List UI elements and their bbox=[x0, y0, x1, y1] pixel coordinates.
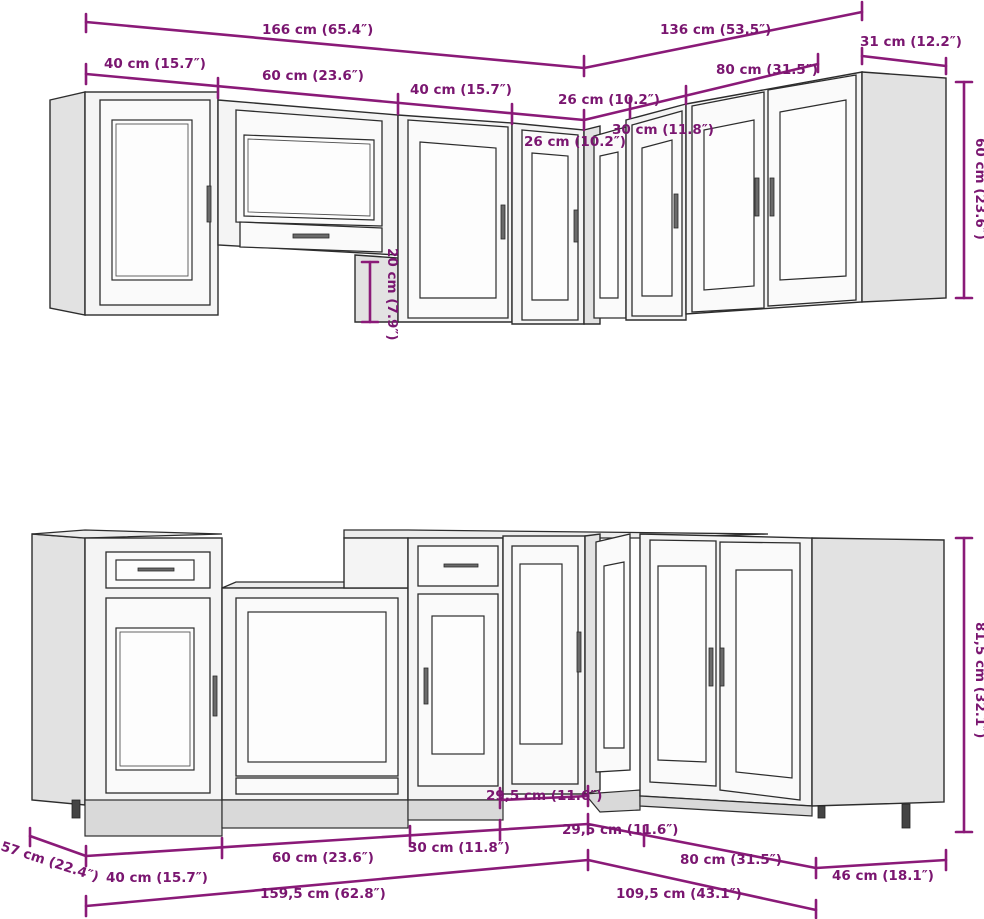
handle-icon bbox=[206, 185, 212, 223]
label-wall-60: 60 cm (23.6″) bbox=[262, 68, 364, 84]
base-cabinet-60 bbox=[221, 581, 411, 829]
handle-icon bbox=[443, 563, 479, 568]
label-wall-30: 30 cm (11.8″) bbox=[612, 122, 714, 138]
label-base-29-5: 29,5 cm (11.6″) bbox=[562, 822, 678, 838]
handle-icon bbox=[500, 204, 506, 240]
label-base-40: 40 cm (15.7″) bbox=[106, 870, 208, 886]
wall-cabinet-60 bbox=[217, 99, 399, 323]
label-wall-40-mid: 40 cm (15.7″) bbox=[410, 82, 512, 98]
dimension-lines bbox=[28, 0, 974, 919]
label-base-60: 60 cm (23.6″) bbox=[272, 850, 374, 866]
dimension-labels: 166 cm (65.4″) 136 cm (53.5″) 31 cm (12.… bbox=[0, 22, 984, 902]
wall-cabinet-40-left bbox=[49, 91, 219, 316]
handle-icon bbox=[423, 667, 429, 705]
label-wall-40-left: 40 cm (15.7″) bbox=[104, 56, 206, 72]
handle-icon bbox=[754, 177, 760, 217]
handle-icon bbox=[212, 675, 218, 717]
handle-icon bbox=[769, 177, 775, 217]
label-base-total-left: 159,5 cm (62.8″) bbox=[260, 886, 386, 902]
handle-icon bbox=[708, 647, 714, 687]
label-base-depth-right: 46 cm (18.1″) bbox=[832, 868, 934, 884]
label-base-80: 80 cm (31.5″) bbox=[680, 852, 782, 868]
label-wall-26-a: 26 cm (10.2″) bbox=[558, 92, 660, 108]
label-wall-height: 60 cm (23.6″) bbox=[972, 138, 984, 240]
base-cabinets bbox=[31, 529, 945, 837]
wall-cabinet-26-a bbox=[511, 122, 585, 325]
label-base-height: 81,5 cm (32.1″) bbox=[972, 622, 984, 738]
wall-cabinet-30 bbox=[625, 103, 687, 321]
handle-icon bbox=[673, 193, 679, 229]
base-cabinet-40 bbox=[31, 529, 223, 837]
label-base-inner-corner: 29,5 cm (11.6″) bbox=[486, 788, 602, 804]
leg-icon bbox=[71, 799, 81, 819]
base-cabinet-80 bbox=[639, 533, 945, 829]
handle-icon bbox=[719, 647, 725, 687]
label-wall-26-b: 26 cm (10.2″) bbox=[524, 134, 626, 150]
base-cabinet-29-5 bbox=[502, 535, 586, 795]
label-base-30: 30 cm (11.8″) bbox=[408, 840, 510, 856]
leg-icon bbox=[817, 805, 826, 819]
wall-cabinet-80 bbox=[685, 71, 947, 315]
base-cabinet-30 bbox=[407, 537, 504, 821]
handle-icon bbox=[576, 631, 582, 673]
label-wall-depth: 31 cm (12.2″) bbox=[860, 34, 962, 50]
handle-icon bbox=[573, 209, 579, 243]
label-wall-total-right: 136 cm (53.5″) bbox=[660, 22, 771, 38]
leg-icon bbox=[901, 803, 911, 829]
handle-icon bbox=[292, 233, 330, 239]
handle-icon bbox=[137, 567, 175, 572]
wall-cabinet-40-mid bbox=[397, 114, 513, 323]
label-hood-gap: 20 cm (7.9″) bbox=[384, 248, 400, 341]
wall-cabinet-corner bbox=[583, 125, 627, 325]
label-wall-total-left: 166 cm (65.4″) bbox=[262, 22, 373, 38]
base-cabinet-corner bbox=[583, 533, 641, 813]
label-wall-80: 80 cm (31.5″) bbox=[716, 62, 818, 78]
label-base-total-right: 109,5 cm (43.1″) bbox=[616, 886, 742, 902]
wall-cabinets bbox=[49, 71, 947, 325]
